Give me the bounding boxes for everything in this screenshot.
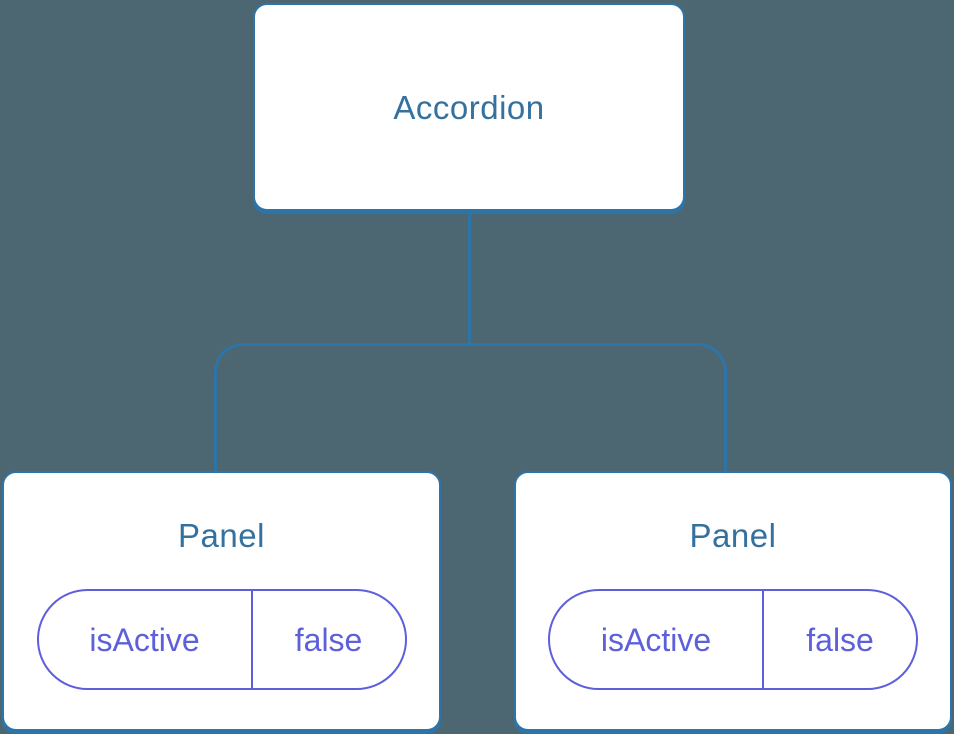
accordion-node-label: Accordion [393, 88, 545, 126]
tree-node-panel-right: Panel isActive false [514, 471, 952, 731]
state-pill: isActive false [548, 589, 918, 690]
state-name-label: isActive [39, 591, 253, 688]
connector-branch [214, 343, 727, 473]
panel-node-label: Panel [689, 517, 777, 554]
state-value-label: false [806, 621, 874, 658]
tree-node-accordion: Accordion [253, 3, 685, 211]
tree-node-panel-left: Panel isActive false [2, 471, 441, 731]
state-name-label: isActive [550, 591, 765, 688]
connector-stem [468, 209, 471, 345]
panel-node-label: Panel [178, 517, 265, 554]
state-value-label: false [294, 621, 363, 658]
state-pill: isActive false [36, 589, 407, 690]
